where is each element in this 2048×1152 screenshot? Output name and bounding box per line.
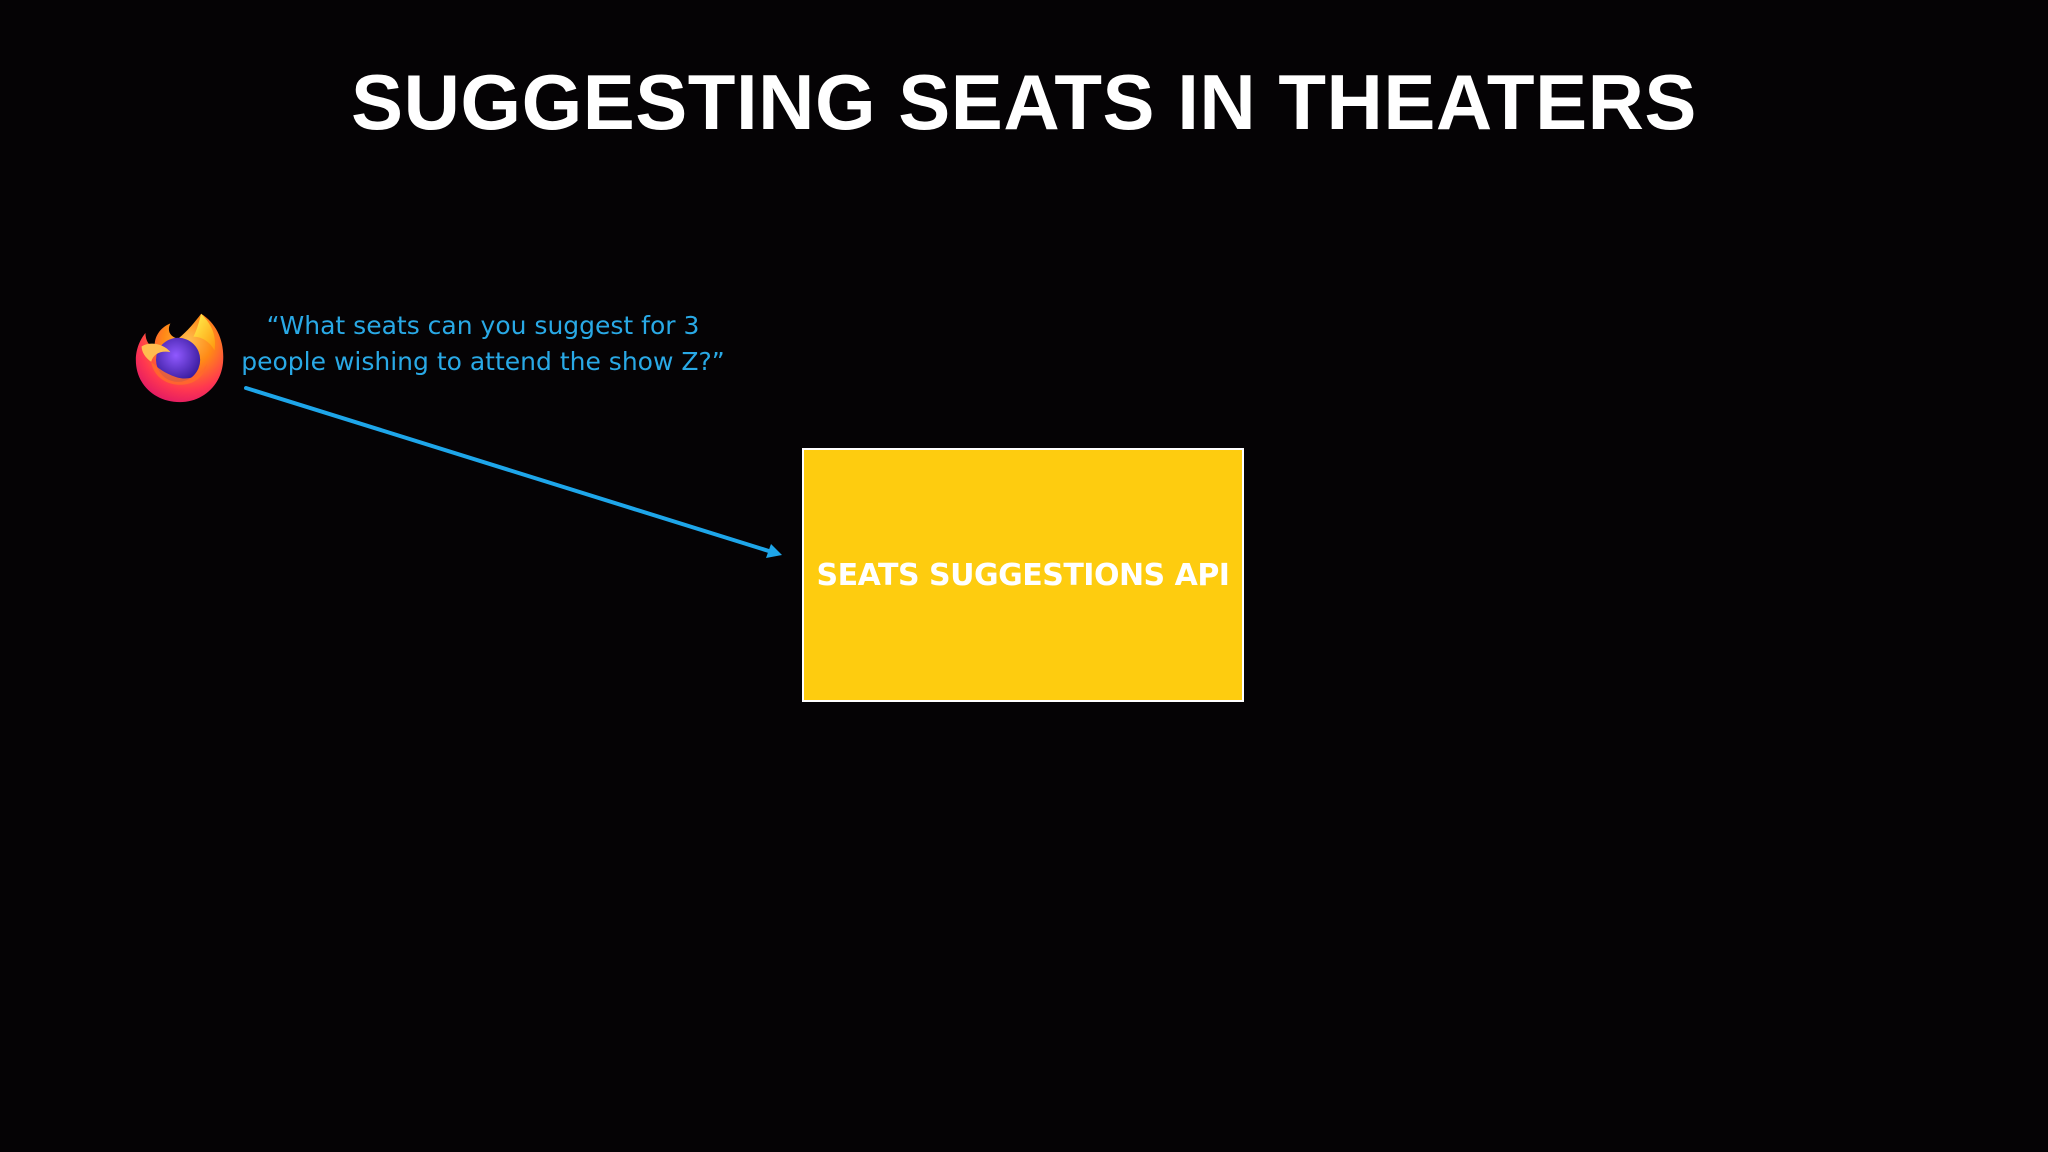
firefox-browser-icon bbox=[135, 313, 224, 403]
slide-title: SUGGESTING SEATS IN THEATERS bbox=[351, 58, 1697, 146]
client-request-text: “What seats can you suggest for 3 people… bbox=[238, 308, 728, 380]
api-box-label: SEATS SUGGESTIONS API bbox=[816, 557, 1230, 593]
request-line: “What seats can you suggest for 3 bbox=[266, 311, 700, 340]
request-arrow-line bbox=[244, 386, 774, 554]
seats-suggestions-api-box: SEATS SUGGESTIONS API bbox=[802, 448, 1244, 702]
request-line: people wishing to attend the show Z?” bbox=[241, 347, 725, 376]
request-arrow-head bbox=[766, 544, 782, 558]
